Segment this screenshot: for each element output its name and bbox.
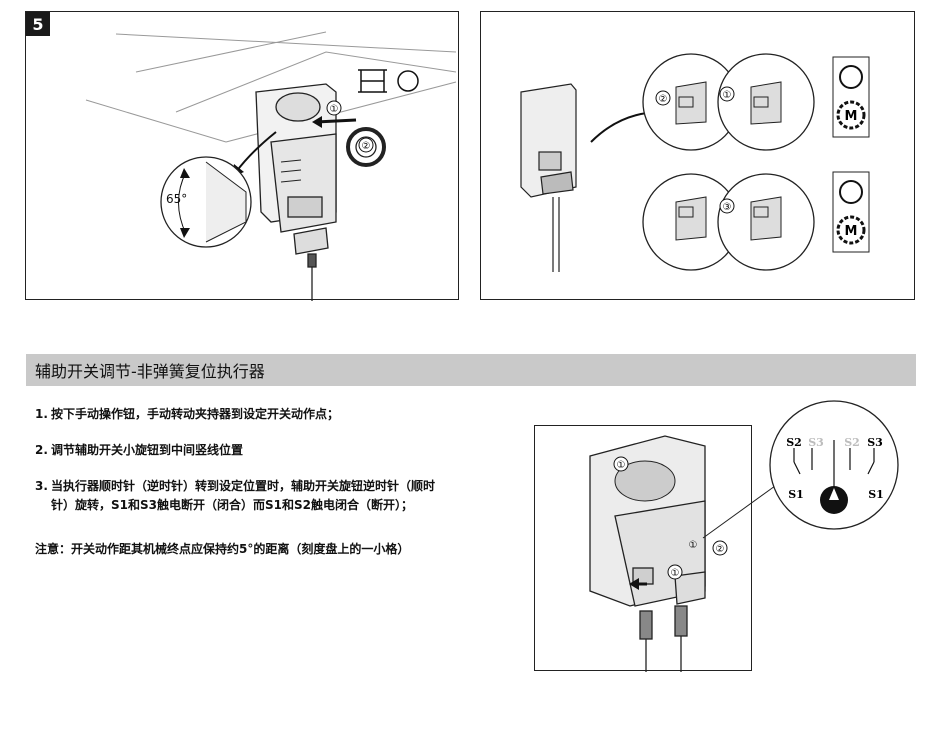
switch-knob — [820, 486, 848, 514]
note-text: 注意：开关动作距其机械终点应保持约5°的距离（刻度盘上的一小格） — [35, 542, 410, 556]
figure-panel-manual-override: ② ① ③ M M — [480, 11, 915, 300]
shaft-size-symbol — [358, 69, 419, 93]
label-s3-faded: S3 — [808, 436, 824, 449]
manual-override-illustration: ② ① ③ M M — [520, 53, 870, 272]
callout-1-small: ① — [689, 540, 698, 551]
switch-dial-circle — [769, 400, 899, 530]
clamp-assembly — [275, 92, 386, 167]
section-title-bar: 辅助开关调节-非弹簧复位执行器 — [26, 354, 916, 386]
clamp — [614, 460, 676, 502]
label-s1-right: S1 — [868, 488, 884, 501]
figure-panel-rotate-clamp: 5 ① ② — [25, 11, 459, 301]
callout-1: ① — [617, 460, 626, 471]
motor-symbol-lower: M — [832, 171, 870, 253]
label-s2: S2 — [786, 436, 802, 449]
step-text: 按下手动操作钮，手动转动夹持器到设定开关动作点； — [51, 407, 340, 421]
actuator-body — [255, 83, 337, 301]
motor-symbol-upper: M — [832, 56, 870, 138]
label-s2-faded: S2 — [844, 436, 860, 449]
callout-2: ② — [716, 544, 725, 555]
step-2: 2.调节辅助开关小旋钮到中间竖线位置 — [35, 441, 243, 460]
small-actuator — [520, 83, 577, 272]
switch-knob-pointer — [829, 488, 839, 500]
actuator-clamp-illustration: ① ② 65° — [85, 31, 457, 301]
step-text: 调节辅助开关小旋钮到中间竖线位置 — [51, 443, 244, 457]
step-1: 1.按下手动操作钮，手动转动夹持器到设定开关动作点； — [35, 405, 339, 424]
callout-1-button: ① — [671, 568, 680, 579]
section-title: 辅助开关调节-非弹簧复位执行器 — [35, 362, 265, 381]
actuator-ridges — [280, 159, 302, 183]
step-text-line2: 针）旋转，S1和S3触电断开（闭合）而S1和S2触电闭合（断开）； — [51, 498, 413, 512]
callout-2: ② — [659, 94, 668, 105]
step-number: 2. — [35, 443, 48, 457]
duct-plate-lines — [85, 31, 457, 143]
callout-3: ③ — [723, 202, 732, 213]
aux-switch-actuator-illustration: ① ① ② ① — [589, 435, 776, 672]
step-text-line1: 当执行器顺时针（逆时针）转到设定位置时，辅助开关旋钮逆时针（顺时 — [51, 479, 436, 493]
motor-letter: M — [845, 109, 858, 124]
callout-1: ① — [330, 104, 339, 115]
label-s3: S3 — [867, 436, 883, 449]
step-number: 1. — [35, 407, 48, 421]
leader-line — [702, 485, 776, 539]
switch-contacts — [793, 440, 875, 490]
step-number-badge: 5 — [26, 12, 50, 36]
label-s1-left: S1 — [788, 488, 804, 501]
figure-panel-aux-switch: ① ① ② ① — [534, 425, 776, 672]
motor-letter: M — [845, 224, 858, 239]
push-arrow — [315, 118, 357, 124]
step-number: 3. — [35, 479, 48, 493]
step-3: 3.当执行器顺时针（逆时针）转到设定位置时，辅助开关旋钮逆时针（顺时 针）旋转，… — [35, 477, 505, 515]
callout-2: ② — [362, 141, 371, 152]
callout-1: ① — [723, 90, 732, 101]
angle-label: 65° — [166, 192, 187, 206]
